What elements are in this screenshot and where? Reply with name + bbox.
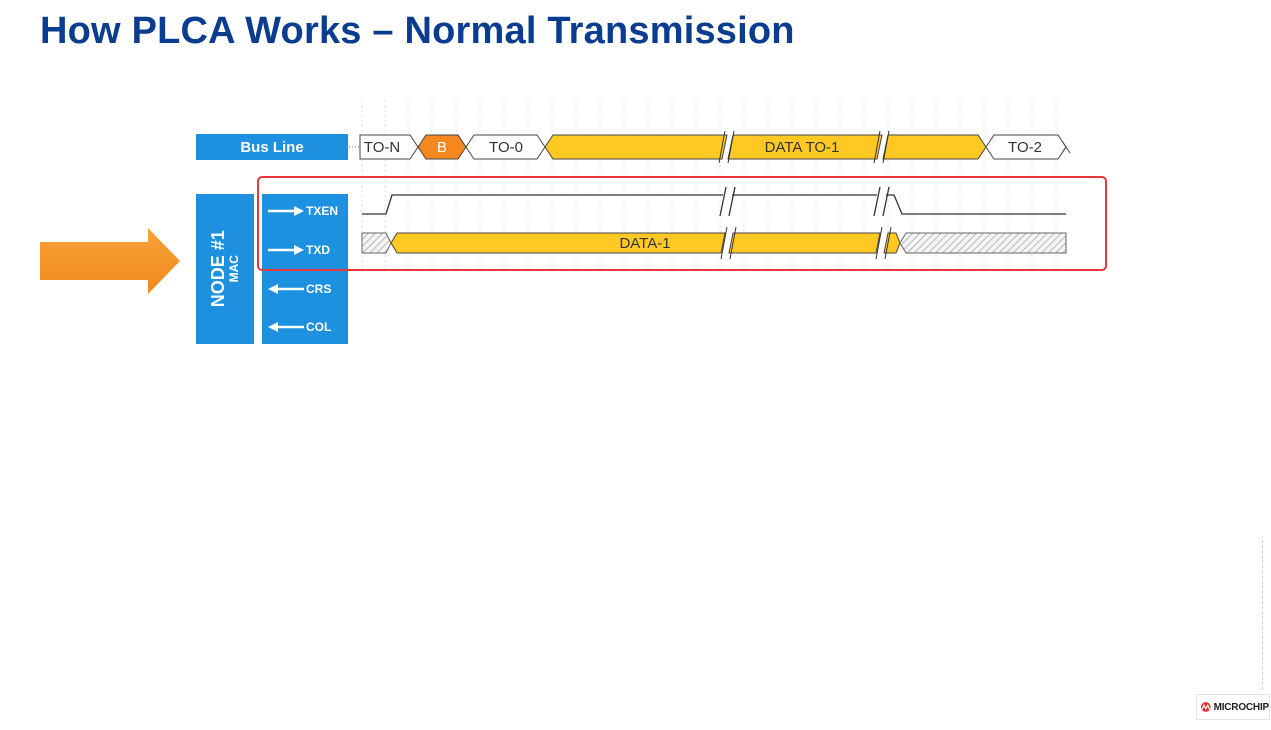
- bus-segment-to-n: [359, 134, 419, 160]
- page-title: How PLCA Works – Normal Transmission: [40, 10, 795, 52]
- txen-waveform: [362, 186, 1066, 217]
- bus-label-to-2: TO-2: [1008, 139, 1042, 156]
- signal-label-crs: CRS: [306, 282, 332, 296]
- bus-segment-data-c: [882, 134, 987, 160]
- company-logo: MICROCHIP: [1196, 694, 1270, 720]
- bus-segment-data-a: [544, 134, 728, 160]
- arrow-left-icon: [268, 284, 304, 294]
- signal-row-txd: TXD: [262, 235, 348, 265]
- bus-label-to-n: TO-N: [364, 139, 400, 156]
- signal-label-txd: TXD: [306, 243, 330, 257]
- bus-segment-data-b: [727, 134, 883, 160]
- signal-label-txen: TXEN: [306, 204, 339, 218]
- signal-label-col: COL: [306, 320, 332, 334]
- txd-data-label: DATA-1: [619, 235, 670, 252]
- signal-row-txen: TXEN: [262, 196, 348, 226]
- bus-label-data-to-1: DATA TO-1: [765, 139, 840, 156]
- arrow-right-icon: [268, 245, 304, 255]
- microchip-logo-icon: [1200, 702, 1211, 712]
- arrow-left-icon: [268, 322, 304, 332]
- node-mac-box: NODE #1 MAC: [196, 194, 254, 344]
- divider: [1262, 540, 1263, 690]
- txd-waveform: [361, 226, 1067, 260]
- pointer-arrow-icon: [40, 228, 180, 294]
- node-sub-label: MAC: [227, 255, 242, 283]
- signal-row-col: COL: [262, 312, 348, 342]
- bus-label-beacon: B: [437, 139, 447, 156]
- bus-label-to-0: TO-0: [489, 139, 523, 156]
- timing-gridlines: [361, 100, 1057, 272]
- highlight-box: [257, 176, 1107, 271]
- arrow-right-icon: [268, 206, 304, 216]
- node-name: NODE #1: [208, 230, 229, 308]
- signal-row-crs: CRS: [262, 274, 348, 304]
- bus-line-waveform: [349, 130, 1071, 164]
- bus-line-label: Bus Line: [196, 134, 348, 160]
- logo-text: MICROCHIP: [1213, 701, 1270, 713]
